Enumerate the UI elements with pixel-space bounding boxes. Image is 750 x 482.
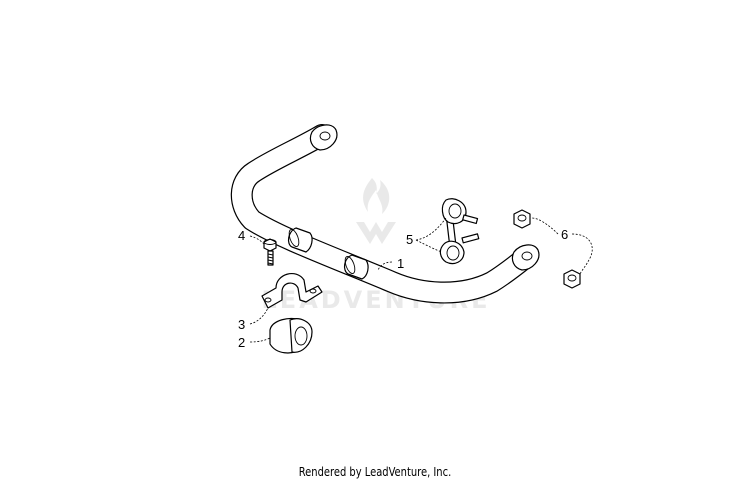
leader-line-4 [249,235,265,245]
callout-5: 5 [406,232,413,247]
leader-line-2 [249,337,271,343]
leader-line-3 [249,307,269,325]
lock-nut [563,269,581,289]
bar-collar [343,254,369,280]
callout-4: 4 [238,228,245,243]
stabilizer-bar [230,124,540,304]
render-credit: Rendered by LeadVenture, Inc. [298,465,452,479]
callout-6: 6 [561,227,568,242]
callout-3: 3 [238,317,245,332]
lock-nut [513,209,531,229]
stabilizer-link [439,198,480,265]
bar-collar [287,227,313,253]
leader-line-6 [531,217,593,275]
bushing [269,317,313,354]
callout-1: 1 [397,256,404,271]
bushing-bracket [261,272,323,309]
flame-logo-icon [356,178,396,244]
callout-2: 2 [238,335,245,350]
leader-line-1 [377,261,393,271]
bolt [263,238,277,266]
leader-line-5 [415,217,447,253]
